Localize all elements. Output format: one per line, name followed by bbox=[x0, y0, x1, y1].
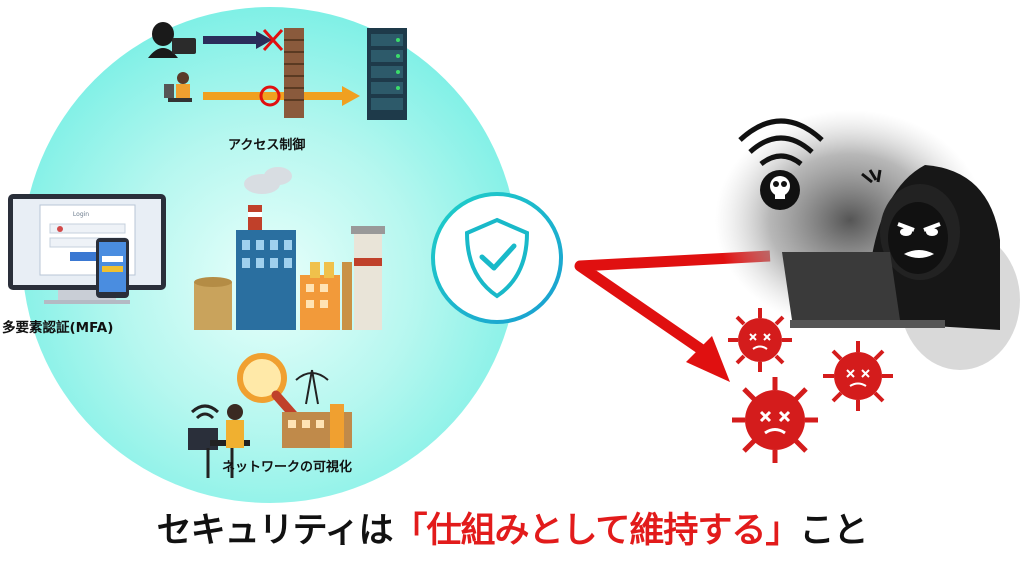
user-small-icon bbox=[164, 72, 192, 102]
virus-icon-2 bbox=[823, 341, 893, 411]
blocked-arrow-icon bbox=[203, 28, 284, 52]
hacker-icon bbox=[715, 110, 1020, 370]
attack-arrow-icon bbox=[574, 250, 771, 382]
allowed-arrow-icon bbox=[203, 85, 360, 107]
mfa-monitor-icon bbox=[8, 194, 166, 304]
wifi-icon bbox=[738, 118, 824, 167]
skull-icon bbox=[760, 170, 800, 210]
server-icon bbox=[367, 28, 407, 120]
network-visibility-label: ネットワークの可視化 bbox=[222, 460, 353, 475]
headline-part3: こと bbox=[799, 511, 868, 551]
firewall-icon bbox=[284, 28, 304, 118]
virus-icon-3 bbox=[732, 377, 818, 463]
factory-icon bbox=[194, 167, 385, 330]
hacker-small-icon bbox=[148, 22, 196, 58]
network-visibility-icon bbox=[188, 353, 352, 478]
access-control-label: アクセス制御 bbox=[228, 138, 306, 153]
headline-part1: セキュリティは bbox=[156, 511, 394, 551]
virus-icon-1 bbox=[728, 308, 792, 372]
anger-mark-icon bbox=[861, 169, 882, 184]
shield-check-icon bbox=[431, 192, 563, 324]
mfa-label: 多要素認証(MFA) bbox=[2, 320, 114, 336]
headline-part2: 「仕組みとして維持する」 bbox=[392, 511, 800, 551]
headline: セキュリティは「仕組みとして維持する」こと bbox=[0, 502, 1024, 553]
magnifier-icon bbox=[237, 353, 287, 403]
mfa-login-text: Login bbox=[73, 211, 89, 218]
